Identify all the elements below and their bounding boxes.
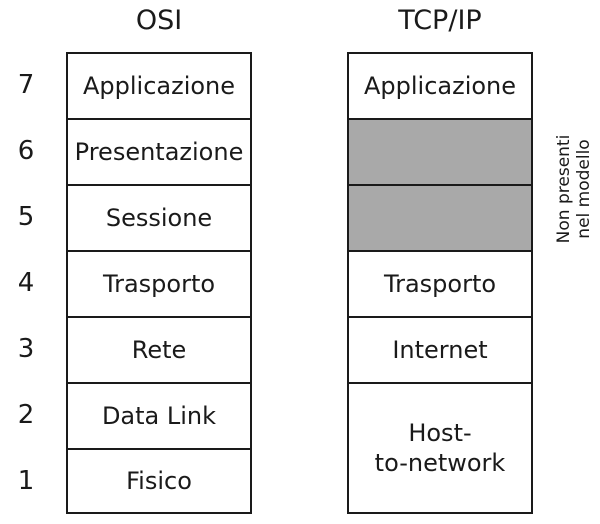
osi-column-title: OSI (135, 5, 183, 36)
osi-layer-physical: Fisico (66, 448, 252, 514)
absent-layers-note-line2: nel modello (574, 139, 594, 239)
osi-layer-application: Applicazione (66, 52, 252, 120)
osi-layer-session: Sessione (66, 184, 252, 252)
osi-layer-network: Rete (66, 316, 252, 384)
tcpip-layer-host-to-network: Host- to-network (347, 382, 533, 514)
absent-layers-note-line1: Non presenti (554, 134, 574, 244)
absent-layers-note: Non presenti nel modello (548, 129, 600, 249)
tcpip-layer-absent-session (347, 184, 533, 252)
tcpip-stack: Applicazione Trasporto Internet Host- to… (347, 52, 533, 514)
layer-number-6: 6 (17, 136, 35, 166)
osi-stack: Applicazione Presentazione Sessione Tras… (66, 52, 252, 514)
tcpip-column-title: TCP/IP (398, 5, 482, 36)
layer-number-1: 1 (17, 466, 35, 496)
osi-layer-transport: Trasporto (66, 250, 252, 318)
layer-number-3: 3 (17, 334, 35, 364)
tcpip-layer-absent-presentation (347, 118, 533, 186)
osi-layer-data-link: Data Link (66, 382, 252, 450)
layer-number-7: 7 (17, 70, 35, 100)
tcpip-layer-internet: Internet (347, 316, 533, 384)
tcpip-layer-transport: Trasporto (347, 250, 533, 318)
layer-number-2: 2 (17, 400, 35, 430)
tcpip-layer-application: Applicazione (347, 52, 533, 120)
osi-layer-presentation: Presentazione (66, 118, 252, 186)
layer-number-4: 4 (17, 268, 35, 298)
layer-number-5: 5 (17, 202, 35, 232)
